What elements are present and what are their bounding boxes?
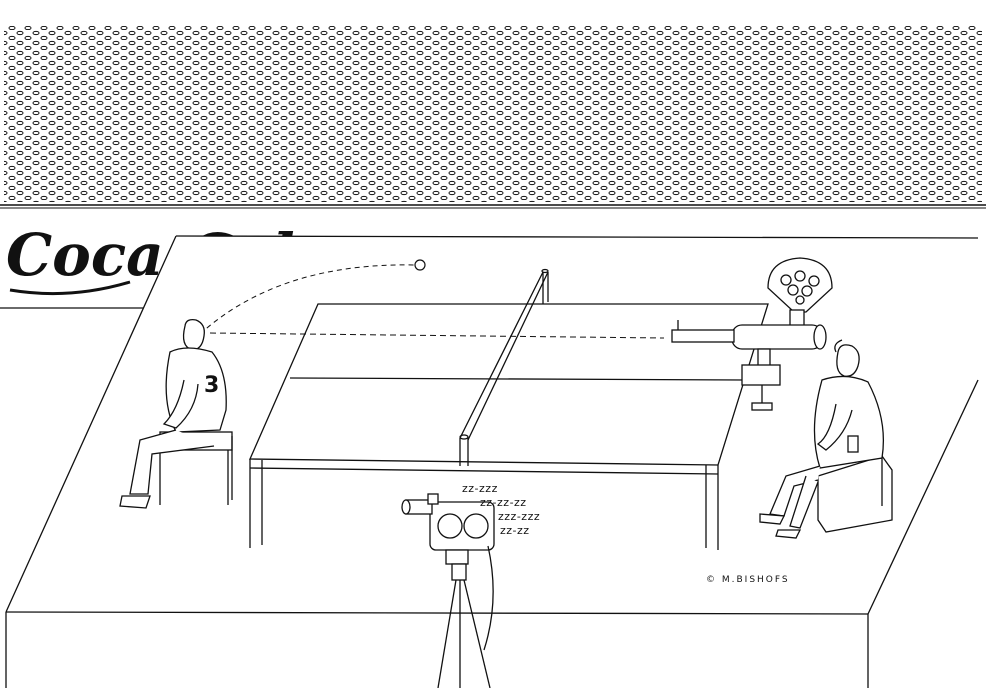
ping-pong-ball — [414, 259, 426, 271]
ping-pong-table — [249, 303, 769, 550]
ball-trajectory — [199, 259, 665, 339]
artist-signature: © M.BISHOFS — [706, 575, 790, 585]
left-player: 3 — [119, 318, 233, 509]
snore-line-1: zz-zzz — [462, 482, 498, 495]
table-net — [459, 268, 549, 466]
right-player — [759, 339, 893, 539]
video-camera — [401, 493, 495, 688]
ball-cannon — [671, 257, 833, 411]
player-shirt-number: 3 — [204, 373, 219, 398]
snore-text: zz-zzz zz-zz-zz zzz-zzz zz-zz — [462, 482, 540, 537]
snore-line-4: zz-zz — [500, 524, 530, 537]
crowd-stands — [0, 26, 986, 209]
snore-line-2: zz-zz-zz — [480, 496, 527, 509]
snore-line-3: zzz-zzz — [498, 510, 540, 523]
